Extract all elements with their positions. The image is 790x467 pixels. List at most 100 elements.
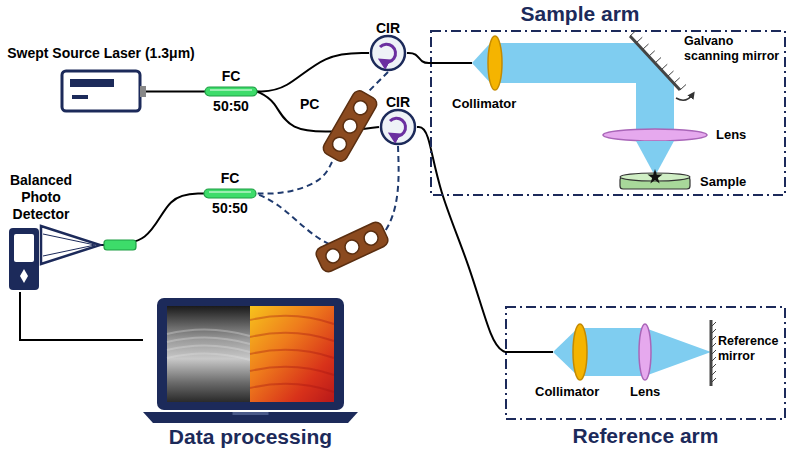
arm-border [431, 31, 785, 195]
dashed-fiber [368, 72, 388, 92]
circulator: CIR [369, 20, 407, 72]
mirror-hatch [668, 71, 674, 77]
laptop-notch [233, 412, 269, 415]
scan-arrow [676, 94, 693, 100]
polarization-controller [321, 88, 380, 163]
mirror-hatch [712, 329, 716, 333]
fiber-coupler: FC50:50 [205, 68, 257, 115]
optical-fiber [100, 194, 204, 246]
map-texture [250, 384, 334, 392]
tissue-layer [167, 337, 250, 344]
mirror-hatch [712, 357, 716, 361]
optical-fiber [20, 292, 143, 340]
mirror-hatch [661, 64, 667, 70]
mirror-hatch [712, 364, 716, 368]
fiber [430, 62, 472, 64]
laser-port [140, 86, 146, 97]
dashed-fiber [256, 162, 332, 194]
pc-body [321, 88, 380, 163]
optical-fiber [407, 53, 430, 63]
data-processing-laptop: Data processing [143, 296, 358, 454]
mirror-hatch [643, 44, 649, 50]
detector-input [41, 226, 100, 264]
component-label: 50:50 [204, 200, 256, 217]
color-map-image [250, 306, 334, 402]
component-label: CIR [379, 94, 417, 111]
pc-body [314, 220, 390, 274]
pc-paddle [324, 247, 343, 266]
part-label: Lens [630, 384, 660, 400]
fiber [146, 91, 200, 93]
detector-fiber [43, 245, 95, 256]
mirror-hatch [712, 336, 716, 340]
photo-detector: Balanced Photo Detector [3, 172, 100, 292]
mirror-hatch [636, 37, 642, 43]
fiber-coupler: FC 50:50 [204, 170, 256, 217]
mirror-hatch [630, 31, 636, 37]
part-label: Collimator [452, 96, 516, 112]
collimator-lens [573, 324, 587, 380]
pc-paddle [351, 98, 370, 117]
mirror-hatch [649, 51, 655, 57]
pc-paddle [340, 116, 359, 135]
sample-specimen [647, 169, 662, 183]
map-texture [250, 350, 334, 358]
collimator-lens [488, 36, 502, 90]
map-texture [250, 333, 334, 341]
circulator-body [371, 36, 405, 70]
mirror-hatch [712, 350, 716, 354]
pc-paddle [343, 238, 362, 257]
tissue-layer [167, 353, 250, 360]
mirror-hatch [674, 78, 680, 84]
detector-body [9, 228, 39, 290]
circulator-arrow [390, 118, 406, 136]
optical-fiber [200, 91, 205, 93]
focusing-lens [639, 324, 651, 380]
mirror-hatch [712, 343, 716, 347]
optical-fiber [257, 53, 369, 92]
coupler-body [205, 87, 257, 96]
component-label: FC [205, 68, 257, 85]
heading: Sample arm [470, 1, 690, 26]
map-texture [250, 367, 334, 375]
mirror-hatch [712, 322, 716, 326]
fiber-connector [104, 240, 136, 250]
part-label: Sample [700, 174, 746, 190]
detector-knob [20, 269, 28, 283]
dashed-fiber [256, 146, 399, 249]
beam [636, 43, 674, 135]
coupler-shine [210, 89, 252, 91]
component-label: FC [204, 170, 256, 187]
laser-body [62, 71, 140, 111]
reference-mirror [710, 320, 713, 386]
detector-screen [14, 234, 34, 262]
component-label: Balanced Photo Detector [3, 172, 79, 222]
fiber [505, 351, 553, 353]
beam [645, 328, 711, 376]
component-label: PC [300, 96, 326, 113]
tissue-layer [167, 345, 250, 352]
part-label: Lens [716, 127, 746, 143]
laser-panel [70, 79, 114, 87]
part-label: Reference mirror [718, 334, 784, 364]
beam [580, 328, 645, 376]
part-label: Collimator [535, 384, 599, 400]
component-label: Swept Source Laser (1.3μm) [2, 45, 200, 62]
mirror-hatch [655, 58, 661, 64]
pc-paddle [362, 229, 381, 248]
circulator: CIR [379, 94, 417, 146]
polarization-controller [314, 220, 390, 274]
circulator-body [381, 110, 415, 144]
mirror-hatch [712, 371, 716, 375]
tissue-layer [167, 329, 250, 336]
part-label: Galvano scanning mirror [684, 34, 784, 64]
objective-lens [603, 129, 707, 141]
heading: Reference arm [505, 423, 786, 448]
detector-fiber [43, 234, 95, 245]
laptop-frame [157, 298, 344, 410]
oct-image [167, 306, 250, 402]
component-label: CIR [369, 20, 407, 37]
polarization-controller: PC [298, 92, 378, 162]
